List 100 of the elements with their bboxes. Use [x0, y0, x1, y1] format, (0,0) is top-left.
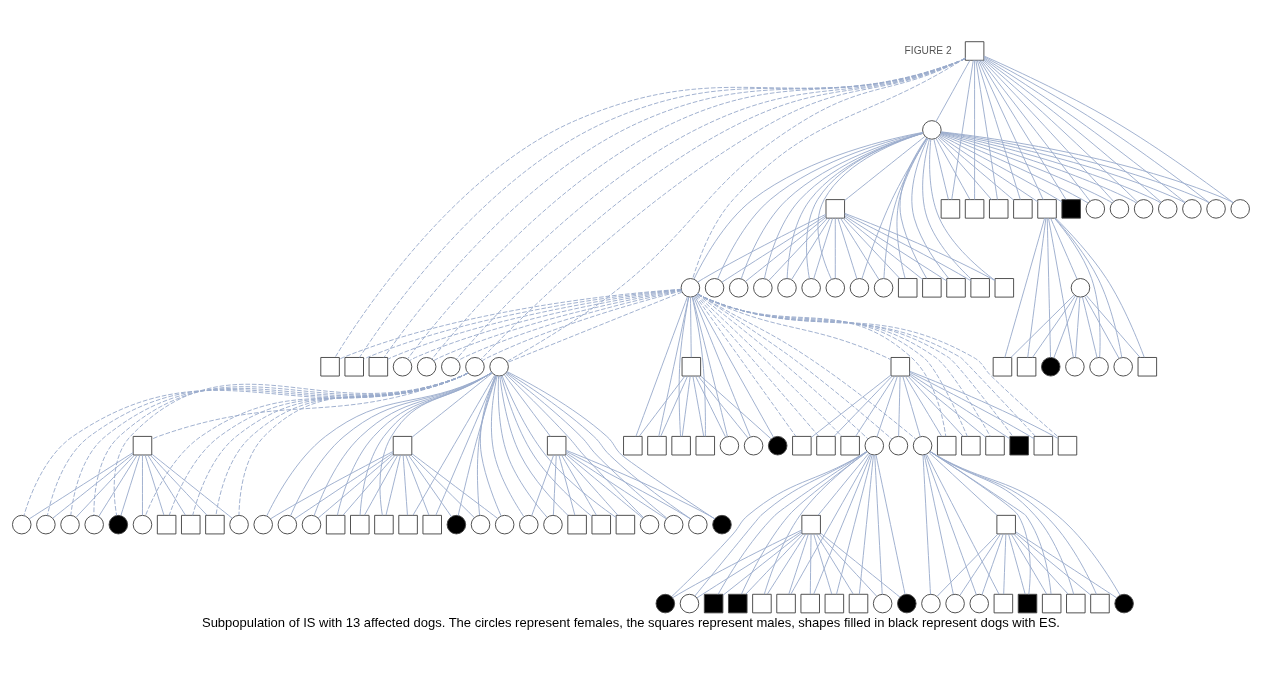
- node-circle: [864, 435, 885, 456]
- connector: [151, 453, 233, 519]
- node-box: [890, 357, 911, 377]
- node-box: [695, 435, 715, 456]
- node-circle: [1070, 278, 1091, 298]
- node-circle: [108, 514, 129, 535]
- node-box: [647, 435, 667, 456]
- connector: [660, 375, 688, 437]
- connector: [565, 452, 667, 520]
- connector: [1085, 294, 1141, 358]
- connector: [476, 375, 497, 516]
- node-circle: [446, 514, 467, 535]
- node-circle: [873, 278, 894, 298]
- connector: [745, 217, 827, 282]
- connector: [813, 454, 872, 595]
- connector: [697, 213, 827, 283]
- connector: [907, 375, 964, 437]
- connector: [810, 374, 892, 438]
- connector: [565, 449, 716, 520]
- node-circle: [801, 278, 821, 298]
- connector: [692, 296, 728, 438]
- node-circle: [888, 435, 909, 456]
- connector: [561, 454, 597, 516]
- connector: [501, 375, 617, 518]
- node-box: [996, 514, 1016, 535]
- node-box: [897, 278, 918, 298]
- node-box: [994, 278, 1015, 298]
- connector: [855, 375, 896, 437]
- connector: [1046, 217, 1051, 358]
- connector: [883, 137, 928, 279]
- connector: [818, 533, 878, 597]
- node-box: [374, 514, 394, 535]
- node-circle: [728, 278, 749, 298]
- node-box: [993, 593, 1014, 614]
- node-circle: [132, 514, 153, 535]
- node-circle: [719, 435, 740, 456]
- node-box: [671, 435, 691, 456]
- connector: [696, 530, 803, 599]
- node-circle: [704, 278, 725, 298]
- node-box: [1041, 593, 1062, 614]
- connector: [939, 134, 1063, 203]
- node-circle: [519, 514, 539, 535]
- node-box: [181, 514, 201, 535]
- connector: [1008, 533, 1026, 595]
- connector: [745, 533, 804, 595]
- connector: [150, 454, 208, 516]
- node-box: [922, 278, 942, 298]
- node-box: [546, 435, 567, 456]
- node-circle: [777, 278, 797, 298]
- connector: [695, 375, 726, 438]
- node-circle: [767, 435, 788, 456]
- connector: [925, 454, 977, 595]
- node-circle: [277, 514, 298, 535]
- node-circle: [921, 593, 941, 614]
- node-circle: [12, 514, 32, 535]
- node-box: [989, 199, 1009, 219]
- node-box: [344, 357, 364, 377]
- connector: [565, 450, 691, 520]
- node-box: [703, 593, 724, 614]
- connector: [142, 454, 143, 516]
- node-circle: [897, 593, 917, 614]
- connector: [479, 375, 502, 517]
- node-circle: [679, 593, 700, 614]
- node-circle: [712, 514, 732, 535]
- node-circle: [663, 514, 684, 535]
- node-box: [816, 435, 836, 456]
- label: FIGURE 2: [904, 44, 952, 56]
- node-box: [1017, 593, 1038, 614]
- connector: [1003, 533, 1007, 595]
- connector: [923, 454, 954, 595]
- connector: [678, 296, 690, 437]
- connector: [763, 451, 868, 595]
- connector: [405, 454, 430, 516]
- connector: [635, 296, 688, 437]
- connector: [904, 375, 943, 437]
- connector: [938, 135, 1039, 203]
- node-circle: [229, 514, 249, 535]
- connector: [1013, 533, 1069, 595]
- connector: [693, 296, 751, 438]
- node-box: [992, 357, 1013, 377]
- connector: [385, 454, 401, 516]
- connector: [1010, 294, 1075, 358]
- connector: [408, 454, 452, 518]
- connector: [902, 375, 921, 438]
- connector: [909, 370, 1059, 439]
- connector: [412, 374, 496, 516]
- caption: Subpopulation of IS with 13 affected dogs. The circles represent females, the squares represent males, shapes filled in black represent dogs with ES.: [201, 614, 1060, 630]
- node-box: [320, 357, 340, 377]
- connector: [979, 59, 1067, 200]
- connector: [766, 533, 807, 595]
- node-box: [681, 357, 702, 377]
- node-box: [752, 593, 772, 614]
- node-box: [1057, 435, 1078, 456]
- connector: [909, 374, 987, 438]
- connector: [1015, 532, 1092, 596]
- node-circle: [655, 593, 676, 614]
- node-box: [728, 593, 748, 614]
- connector: [874, 454, 883, 595]
- connector: [672, 529, 803, 599]
- node-box: [1090, 593, 1110, 614]
